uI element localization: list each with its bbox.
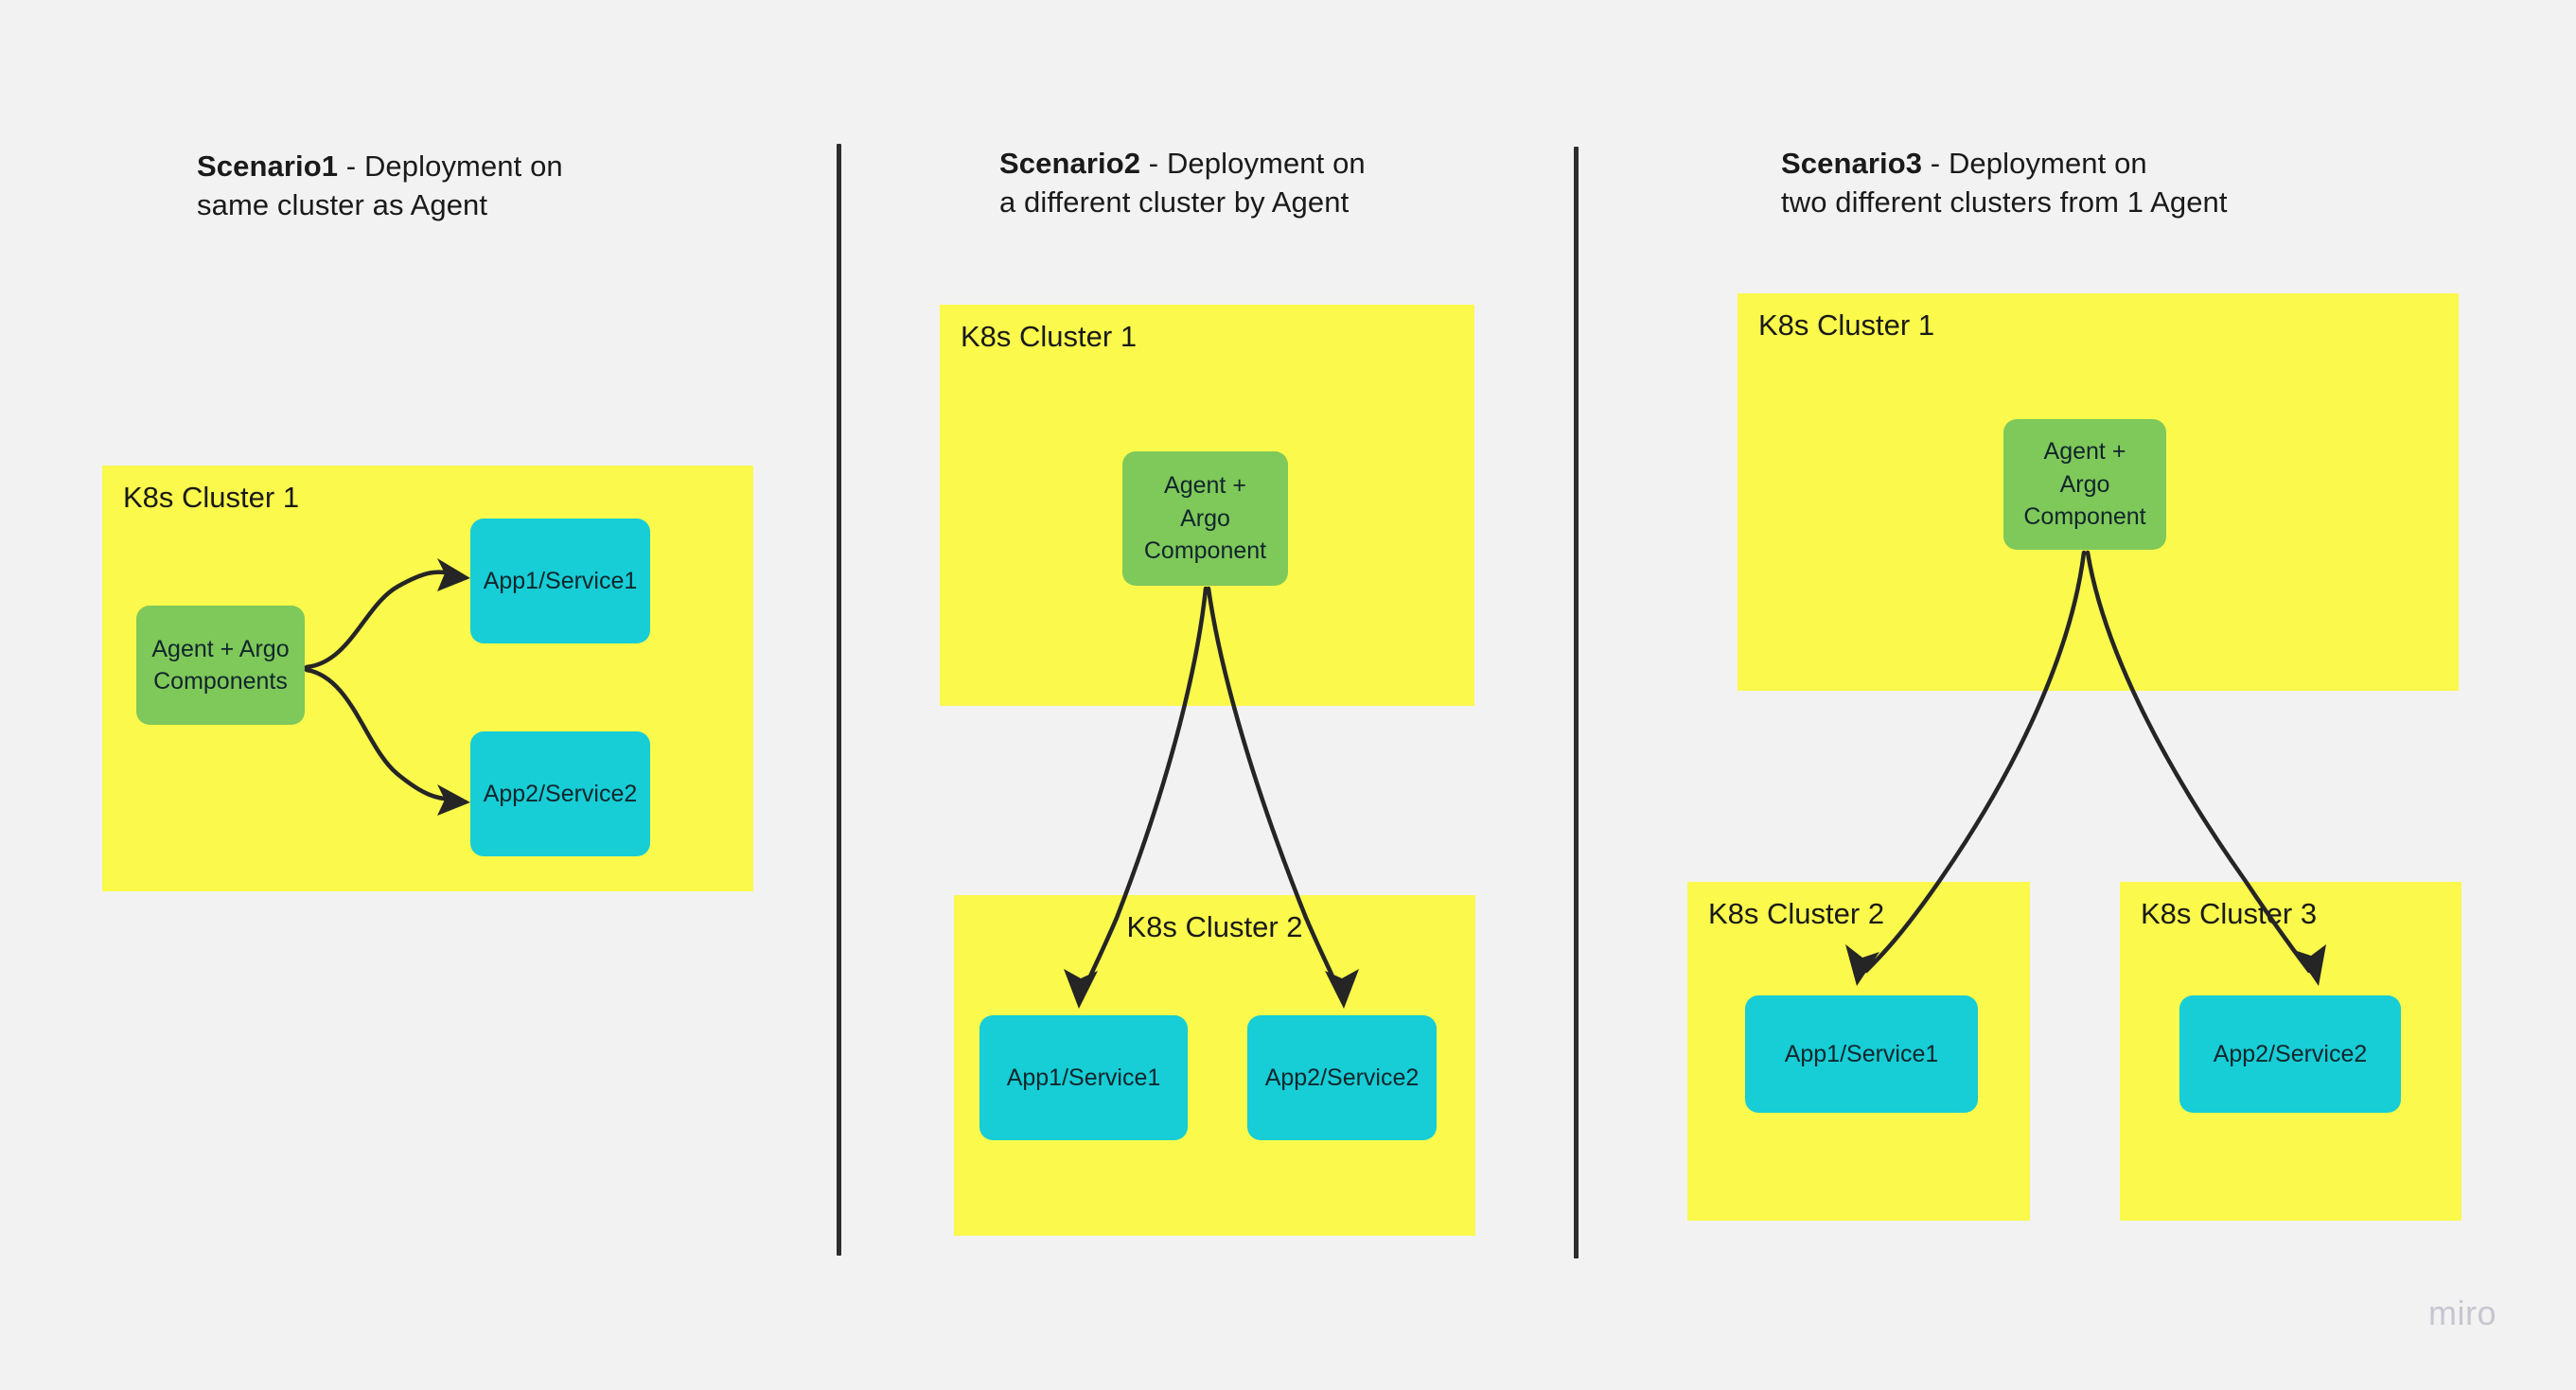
cluster-label-s3-cluster-3: K8s Cluster 3 (2141, 897, 2318, 930)
scenario-1-title-bold: Scenario1 (197, 150, 339, 183)
scenario-1-title: Scenario1 - Deployment on same cluster a… (197, 147, 803, 224)
node-s1-app1[interactable]: App1/Service1 (470, 519, 650, 643)
scenario-2-title-bold: Scenario2 (999, 147, 1141, 180)
scenario-2-title-rest: - Deployment on a different cluster by A… (999, 147, 1366, 220)
node-s2-agent[interactable]: Agent + Argo Component (1122, 451, 1288, 586)
scenario-2-title: Scenario2 - Deployment on a different cl… (999, 144, 1605, 221)
node-s2-app2[interactable]: App2/Service2 (1247, 1015, 1437, 1140)
scenario-1-title-rest: - Deployment on same cluster as Agent (197, 150, 563, 222)
scenario-divider-1 (837, 144, 841, 1256)
cluster-label-s1-cluster-1: K8s Cluster 1 (123, 481, 300, 514)
cluster-label-s3-cluster-1: K8s Cluster 1 (1758, 308, 1935, 342)
scenario-3-title-rest: - Deployment on two different clusters f… (1781, 147, 2228, 220)
miro-watermark: miro (2428, 1293, 2497, 1332)
node-s2-app1[interactable]: App1/Service1 (979, 1015, 1188, 1140)
cluster-label-s2-cluster-2: K8s Cluster 2 (1126, 910, 1303, 943)
cluster-label-s2-cluster-1: K8s Cluster 1 (961, 320, 1138, 353)
node-s3-app1[interactable]: App1/Service1 (1745, 995, 1978, 1113)
node-s3-agent[interactable]: Agent + Argo Component (2003, 419, 2166, 550)
scenario-3-title: Scenario3 - Deployment on two different … (1781, 144, 2462, 221)
node-s1-app2[interactable]: App2/Service2 (470, 731, 650, 856)
node-s3-app2[interactable]: App2/Service2 (2179, 995, 2401, 1113)
scenario-3-title-bold: Scenario3 (1781, 147, 1923, 180)
node-s1-agent[interactable]: Agent + Argo Components (136, 606, 305, 725)
cluster-label-s3-cluster-2: K8s Cluster 2 (1708, 897, 1885, 930)
scenario-divider-2 (1574, 147, 1579, 1258)
